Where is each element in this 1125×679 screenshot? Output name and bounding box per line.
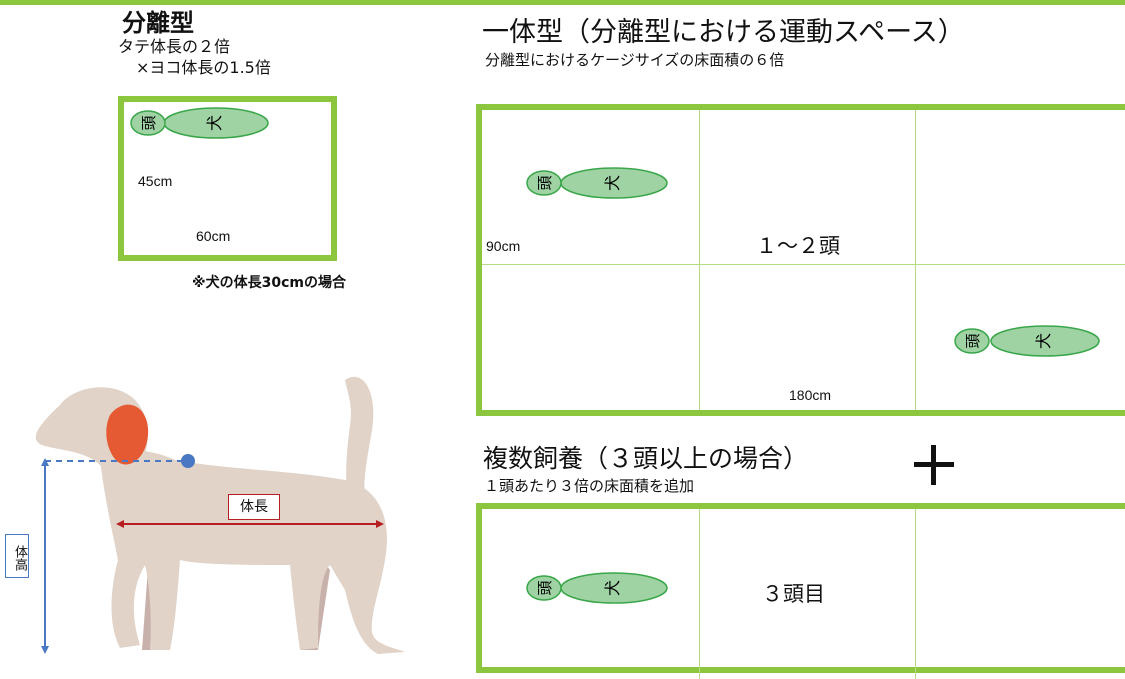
integrated-count-label: １～２頭 bbox=[756, 234, 840, 258]
top-accent-bar bbox=[0, 0, 1125, 5]
separate-width-label: 60cm bbox=[196, 228, 231, 244]
dog-silhouette-icon bbox=[35, 376, 405, 654]
separate-subtitle-2: ×ヨコ体長の1.5倍 bbox=[136, 58, 271, 77]
integrated-cage bbox=[476, 104, 1125, 416]
separate-cage bbox=[118, 96, 337, 261]
body-height-label: 体高 bbox=[5, 534, 29, 578]
separate-dog-icon: 頭 犬 bbox=[130, 107, 269, 139]
dog-icon-head-label: 頭 bbox=[536, 175, 554, 190]
dog-icon-body-label: 犬 bbox=[603, 175, 622, 191]
dog-icon-body-label: 犬 bbox=[205, 115, 224, 131]
separate-subtitle-1: タテ体長の２倍 bbox=[118, 37, 231, 56]
grid-line bbox=[915, 509, 916, 679]
grid-line bbox=[915, 110, 916, 410]
multi-title: 複数飼養（３頭以上の場合） bbox=[483, 444, 809, 473]
integrated-dog-icon-1: 頭 犬 bbox=[526, 167, 668, 199]
plus-icon bbox=[914, 445, 954, 485]
separate-height-label: 45cm bbox=[138, 173, 173, 189]
multi-count-label: ３頭目 bbox=[762, 582, 825, 606]
integrated-dog-icon-2: 頭 犬 bbox=[954, 325, 1100, 357]
dog-measurement-illustration bbox=[35, 376, 405, 654]
dog-icon-head-label: 頭 bbox=[964, 333, 982, 348]
multi-dog-icon: 頭 犬 bbox=[526, 572, 668, 604]
integrated-height-label: 90cm bbox=[486, 238, 521, 254]
multi-subtitle: １頭あたり３倍の床面積を追加 bbox=[484, 477, 695, 495]
separate-title: 分離型 bbox=[122, 9, 194, 37]
integrated-width-label: 180cm bbox=[789, 387, 832, 403]
body-length-label: 体長 bbox=[228, 494, 280, 520]
dog-icon-body-label: 犬 bbox=[1034, 333, 1053, 349]
grid-line bbox=[699, 110, 700, 410]
grid-line bbox=[482, 264, 1125, 265]
separate-note: ※犬の体長30cmの場合 bbox=[192, 275, 346, 291]
grid-line bbox=[699, 509, 700, 679]
dog-icon-head-label: 頭 bbox=[140, 115, 158, 130]
integrated-title: 一体型（分離型における運動スペース） bbox=[482, 17, 965, 48]
dog-icon-head-label: 頭 bbox=[536, 580, 554, 595]
dog-icon-body-label: 犬 bbox=[603, 580, 622, 596]
integrated-subtitle: 分離型におけるケージサイズの床面積の６倍 bbox=[485, 51, 785, 69]
